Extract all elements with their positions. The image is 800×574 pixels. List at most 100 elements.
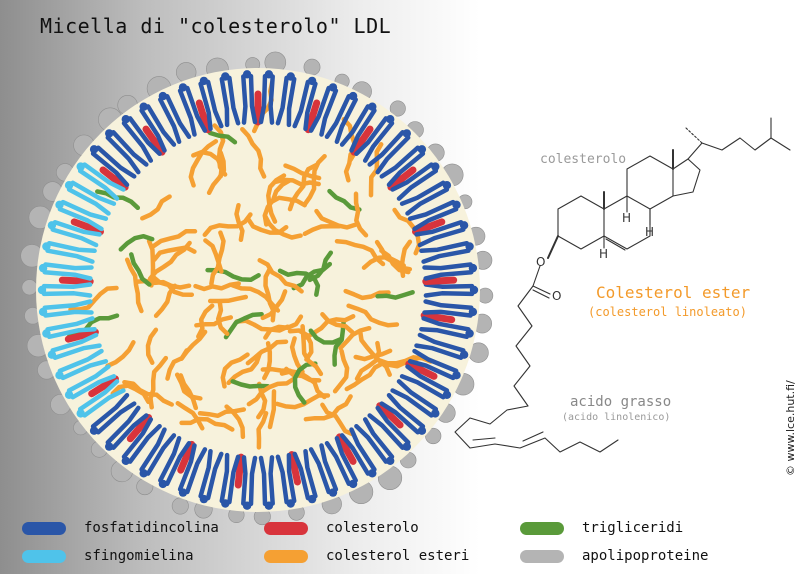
cholesterol-ester-molecule bbox=[263, 314, 304, 340]
sphingomyelin-molecule bbox=[82, 162, 126, 192]
legend-item-fosfatidincolina: fosfatidincolina bbox=[22, 520, 219, 536]
apolipoprotein-blob bbox=[303, 58, 321, 76]
phosphatidylcholine-molecule bbox=[248, 455, 258, 507]
ldl-micelle-illustration bbox=[20, 51, 494, 526]
sphingomyelin-molecule bbox=[66, 364, 111, 393]
sphingomyelin-molecule bbox=[43, 262, 94, 271]
cholesterol-ester-molecule bbox=[234, 202, 245, 243]
cholesterol-ester-molecule bbox=[140, 194, 172, 221]
cholesterol-molecule bbox=[70, 218, 104, 236]
lipid-head-group bbox=[452, 371, 461, 380]
triglyceride-molecule bbox=[308, 328, 344, 345]
lipid-head-group bbox=[221, 72, 230, 81]
phosphatidylcholine-molecule bbox=[423, 269, 474, 281]
phosphatidylcholine-molecule bbox=[362, 417, 395, 460]
legend-swatch bbox=[520, 521, 564, 535]
hydrogen-label-3: H bbox=[599, 247, 608, 261]
cholesterol-ester-structure bbox=[454, 117, 791, 453]
lipid-head-group bbox=[417, 145, 427, 154]
cholesterol-ester-molecule bbox=[346, 303, 400, 328]
triglyceride-molecule bbox=[307, 250, 334, 283]
phosphatidylcholine-molecule bbox=[286, 452, 297, 504]
cholesterol-molecule bbox=[412, 218, 446, 236]
phosphatidylcholine-molecule bbox=[275, 75, 289, 126]
methyl-21 bbox=[685, 127, 703, 144]
phosphatidylcholine-molecule bbox=[354, 116, 389, 157]
lipid-head-group bbox=[402, 129, 411, 138]
phosphatidylcholine-molecule bbox=[177, 443, 197, 492]
lipid-head-group bbox=[121, 115, 130, 124]
phosphatidylcholine-molecule bbox=[421, 248, 471, 264]
cholesterol-ester-molecule bbox=[179, 416, 235, 432]
cholesterol-molecule bbox=[350, 125, 374, 156]
cholesterol-molecule bbox=[99, 166, 129, 191]
phosphatidylcholine-molecule bbox=[324, 93, 352, 140]
cholesterol-label: colesterolo bbox=[540, 152, 627, 167]
lipid-head-group bbox=[348, 91, 358, 101]
lipid-head-group bbox=[76, 409, 85, 418]
phosphatidylcholine-molecule bbox=[139, 427, 167, 472]
sphingomyelin-molecule bbox=[42, 269, 93, 281]
cholesterol-ester-molecule bbox=[220, 352, 250, 389]
lipid-head-group bbox=[468, 307, 478, 317]
cholesterol-ester-molecule bbox=[145, 327, 159, 365]
cholesterol-ester-molecule bbox=[202, 212, 253, 238]
cholesterol-ester-molecule bbox=[257, 258, 304, 294]
cholesterol-ester-molecule bbox=[207, 294, 249, 304]
phospholipid-shell bbox=[37, 70, 479, 510]
phosphatidylcholine-molecule bbox=[414, 220, 464, 237]
cholesterol-ester-molecule bbox=[314, 208, 358, 230]
phosphatidylcholine-molecule bbox=[303, 81, 318, 132]
lipid-head-group bbox=[199, 76, 209, 86]
cholesterol-ester-molecule bbox=[151, 229, 198, 249]
cholesterol-ester-molecule bbox=[148, 355, 169, 410]
phosphatidylcholine-molecule bbox=[417, 332, 466, 353]
phosphatidylcholine-molecule bbox=[95, 145, 137, 179]
lipid-head-group bbox=[468, 263, 478, 273]
cholesterol-molecule bbox=[64, 328, 99, 343]
cholesterol-ester-molecule bbox=[246, 376, 297, 407]
phosphatidylcholine-molecule bbox=[390, 162, 434, 192]
fatty-acid-chain bbox=[454, 285, 619, 453]
phosphatidylcholine-molecule bbox=[367, 130, 405, 167]
phosphatidylcholine-molecule bbox=[258, 73, 268, 125]
phosphatidylcholine-molecule bbox=[185, 447, 208, 495]
cholesterol-ester-molecule bbox=[353, 191, 369, 238]
phosphatidylcholine-molecule bbox=[334, 97, 358, 144]
triglyceride-molecule bbox=[118, 233, 155, 252]
phosphatidylcholine-molecule bbox=[127, 116, 162, 157]
cholesterol-ester-molecule bbox=[224, 404, 246, 440]
phosphatidylcholine-molecule bbox=[407, 359, 456, 381]
phosphatidylcholine-molecule bbox=[164, 440, 192, 487]
phosphatidylcholine-molecule bbox=[292, 451, 311, 501]
sphingomyelin-molecule bbox=[57, 206, 104, 232]
cholesterol-molecule bbox=[420, 311, 456, 324]
lipid-head-group bbox=[465, 242, 474, 251]
legend-label: trigliceridi bbox=[582, 520, 684, 536]
triglyceride-molecule bbox=[277, 268, 321, 297]
lipid-head-group bbox=[459, 350, 469, 359]
sphingomyelin-molecule bbox=[52, 343, 102, 360]
phosphatidylcholine-molecule bbox=[419, 240, 470, 254]
phosphatidylcholine-molecule bbox=[423, 282, 475, 289]
ring-a-bonds bbox=[557, 195, 605, 250]
cholesterol-ester-molecule bbox=[203, 238, 224, 274]
cholesterol-molecule bbox=[195, 99, 212, 134]
cholesterol-ester-molecule bbox=[110, 383, 151, 405]
cholesterol-ester-molecule bbox=[234, 318, 290, 333]
phosphatidylcholine-molecule bbox=[419, 326, 470, 340]
sphingomyelin-molecule bbox=[50, 227, 99, 248]
legend-label: colesterolo bbox=[326, 520, 419, 536]
phosphatidylcholine-molecule bbox=[111, 413, 149, 450]
phosphatidylcholine-molecule bbox=[339, 433, 371, 476]
phosphatidylcholine-molecule bbox=[105, 405, 141, 445]
lipid-head-group bbox=[105, 442, 114, 451]
phosphatidylcholine-molecule bbox=[354, 423, 389, 464]
cis-double-bond-1 bbox=[472, 437, 496, 441]
phosphatidylcholine-molecule bbox=[423, 299, 474, 311]
phosphatidylcholine-molecule bbox=[145, 104, 177, 147]
lipid-head-group bbox=[89, 426, 99, 435]
phosphatidylcholine-molecule bbox=[421, 316, 471, 332]
cholesterol-ester-molecule bbox=[260, 289, 288, 321]
sphingomyelin-molecule bbox=[46, 326, 97, 340]
